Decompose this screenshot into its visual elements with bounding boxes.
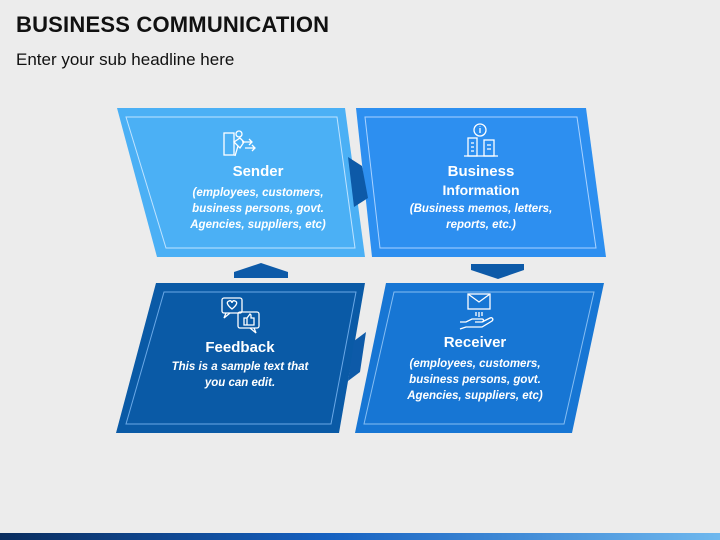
buildings-info-icon bbox=[464, 123, 498, 157]
sender-text: Sender (employees, customers, business p… bbox=[168, 163, 348, 233]
feedback-title: Feedback bbox=[205, 339, 275, 356]
chat-heart-thumbs-icon bbox=[221, 297, 260, 334]
business-title: Business bbox=[447, 163, 515, 180]
page-title: BUSINESS COMMUNICATION bbox=[16, 12, 330, 37]
envelope-hand-icon bbox=[459, 293, 494, 330]
receiver-text: Receiver (employees, customers, business… bbox=[392, 334, 558, 404]
feedback-card bbox=[116, 283, 365, 433]
sender-card bbox=[117, 108, 365, 257]
arrow-down bbox=[471, 264, 524, 279]
arrow-left bbox=[348, 332, 366, 381]
business-desc: (Business memos, letters, reports, etc.) bbox=[409, 203, 553, 231]
receiver-card bbox=[355, 283, 604, 433]
business-info-text: Business Information (Business memos, le… bbox=[398, 163, 564, 233]
arrow-up bbox=[234, 263, 288, 278]
sender-icon bbox=[223, 130, 256, 157]
business-subtitle: Information bbox=[442, 182, 520, 198]
receiver-title: Receiver bbox=[443, 334, 507, 351]
sender-title: Sender bbox=[232, 163, 284, 180]
arrow-right bbox=[348, 157, 368, 207]
receiver-desc: (employees, customers, business persons,… bbox=[407, 358, 543, 402]
page-subtitle: Enter your sub headline here bbox=[16, 50, 235, 69]
feedback-desc: This is a sample text that you can edit. bbox=[171, 361, 309, 389]
sender-desc: (employees, customers, business persons,… bbox=[190, 187, 326, 231]
business-info-card bbox=[356, 108, 606, 257]
bottom-accent-bar bbox=[0, 533, 720, 540]
feedback-text: Feedback This is a sample text that you … bbox=[165, 339, 315, 391]
